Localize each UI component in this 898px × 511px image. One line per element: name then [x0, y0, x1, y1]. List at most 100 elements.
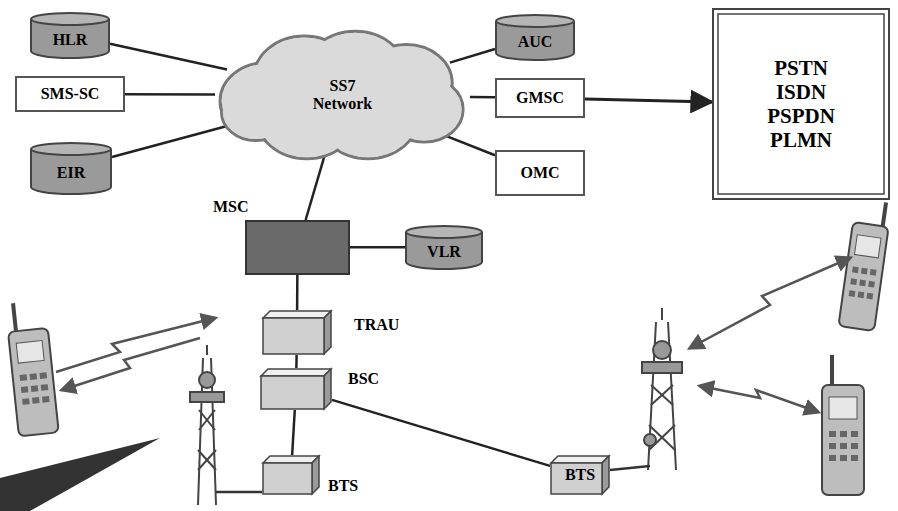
mobile-phone [8, 328, 59, 437]
database-cylinder: EIR [30, 142, 112, 194]
box-top [263, 311, 331, 318]
node-label: BSC [348, 370, 379, 388]
box-outline [246, 221, 349, 274]
antenna-tower [642, 362, 682, 373]
antenna-tower [198, 450, 216, 470]
box-outline [713, 9, 889, 199]
node-text: EIR [57, 164, 85, 182]
cylinder-top [496, 15, 574, 27]
antenna-tower [651, 385, 673, 405]
database-cylinder: AUC [495, 14, 575, 60]
connector-line [470, 96, 495, 99]
mobile-phone [829, 397, 857, 419]
radio-link [700, 386, 818, 412]
database-cylinder: HLR [30, 12, 110, 58]
mobile-phone [830, 355, 834, 385]
network-cloud: SS7 Network [215, 35, 470, 155]
mobile-phone [829, 455, 836, 461]
feeder-wire [216, 491, 262, 494]
mobile-phone [851, 431, 858, 437]
box-outline [16, 77, 124, 111]
box-side [324, 311, 331, 354]
connector-line [292, 410, 295, 455]
antenna-tower [653, 341, 671, 359]
mobile-phone [840, 431, 847, 437]
mobile-phone [838, 198, 892, 331]
mobile-phone [16, 340, 44, 363]
mobile-phone [5, 300, 59, 436]
cloud-fill [223, 85, 289, 140]
box-side [312, 456, 319, 494]
mobile-phone [849, 290, 856, 297]
mobile-phone [41, 384, 49, 391]
mobile-phone [858, 291, 865, 298]
mobile-phone [31, 385, 39, 392]
radio-link [56, 258, 850, 412]
antenna-tower [199, 410, 215, 430]
switch-box-outline [245, 220, 350, 275]
mobile-phone [850, 278, 857, 285]
antenna-tower [190, 392, 224, 402]
box-front [261, 376, 324, 409]
connector-line [332, 400, 550, 466]
mobile-phone [21, 386, 29, 393]
mobile-phone [39, 372, 47, 379]
node-text: AUC [518, 33, 553, 51]
mobile-phone [13, 303, 16, 331]
mobile-phone [822, 385, 864, 495]
antenna-tower [206, 345, 208, 355]
mobile-phone [32, 397, 40, 404]
antenna-tower [190, 345, 224, 505]
feeder-wire [610, 466, 650, 470]
node-text: SS7 Network [313, 77, 373, 114]
antenna-tower [644, 434, 656, 446]
radio-link [62, 338, 200, 390]
cylinder-top [31, 13, 109, 25]
mobile-phone [883, 202, 886, 226]
mobile-phone [854, 235, 881, 258]
box-outline [496, 79, 584, 117]
mobile-phone [851, 455, 858, 461]
box-front [263, 318, 324, 354]
box-front [551, 463, 602, 494]
database-cylinder: VLR [405, 225, 483, 269]
equipment-box-outline [262, 310, 332, 355]
equipment-box: BSC [260, 368, 332, 410]
mobile-phone [851, 443, 858, 449]
radio-link [690, 258, 850, 348]
cylinder-top [31, 143, 111, 155]
switch-box: MSC [245, 220, 350, 275]
antenna-tower [661, 308, 663, 320]
box-side [324, 369, 331, 409]
node-label: TRAU [354, 316, 399, 334]
node-text: OMC [520, 164, 559, 182]
connector-line [585, 99, 712, 102]
node-text: PSTN ISDN PSPDN PLMN [767, 56, 835, 153]
node-text: VLR [427, 243, 461, 261]
mobile-phone [852, 266, 859, 273]
antenna-tower [642, 308, 682, 470]
network-box: GMSC [495, 78, 585, 118]
node-text: GMSC [516, 89, 564, 107]
equipment-box: TRAU [262, 310, 332, 355]
network-box: OMC [495, 150, 585, 196]
mobile-phone [829, 431, 858, 461]
radio-link [56, 318, 215, 372]
mobile-phone [822, 355, 864, 495]
node-label: BTS [328, 477, 358, 495]
mobile-phone [22, 398, 30, 405]
mobile-phone [849, 266, 877, 299]
mobile-phone [866, 293, 873, 300]
antenna-tower [199, 372, 215, 388]
node-label: MSC [213, 198, 249, 216]
pen-shape [0, 438, 160, 511]
mobile-phone [868, 281, 875, 288]
external-network-box: PSTN ISDN PSPDN PLMN [712, 8, 890, 200]
antenna-tower [199, 410, 215, 430]
box-side [602, 456, 609, 494]
mobile-phone [861, 268, 868, 275]
antenna-tower [651, 385, 673, 405]
mobile-phone [838, 222, 888, 331]
connector-line [296, 275, 299, 310]
